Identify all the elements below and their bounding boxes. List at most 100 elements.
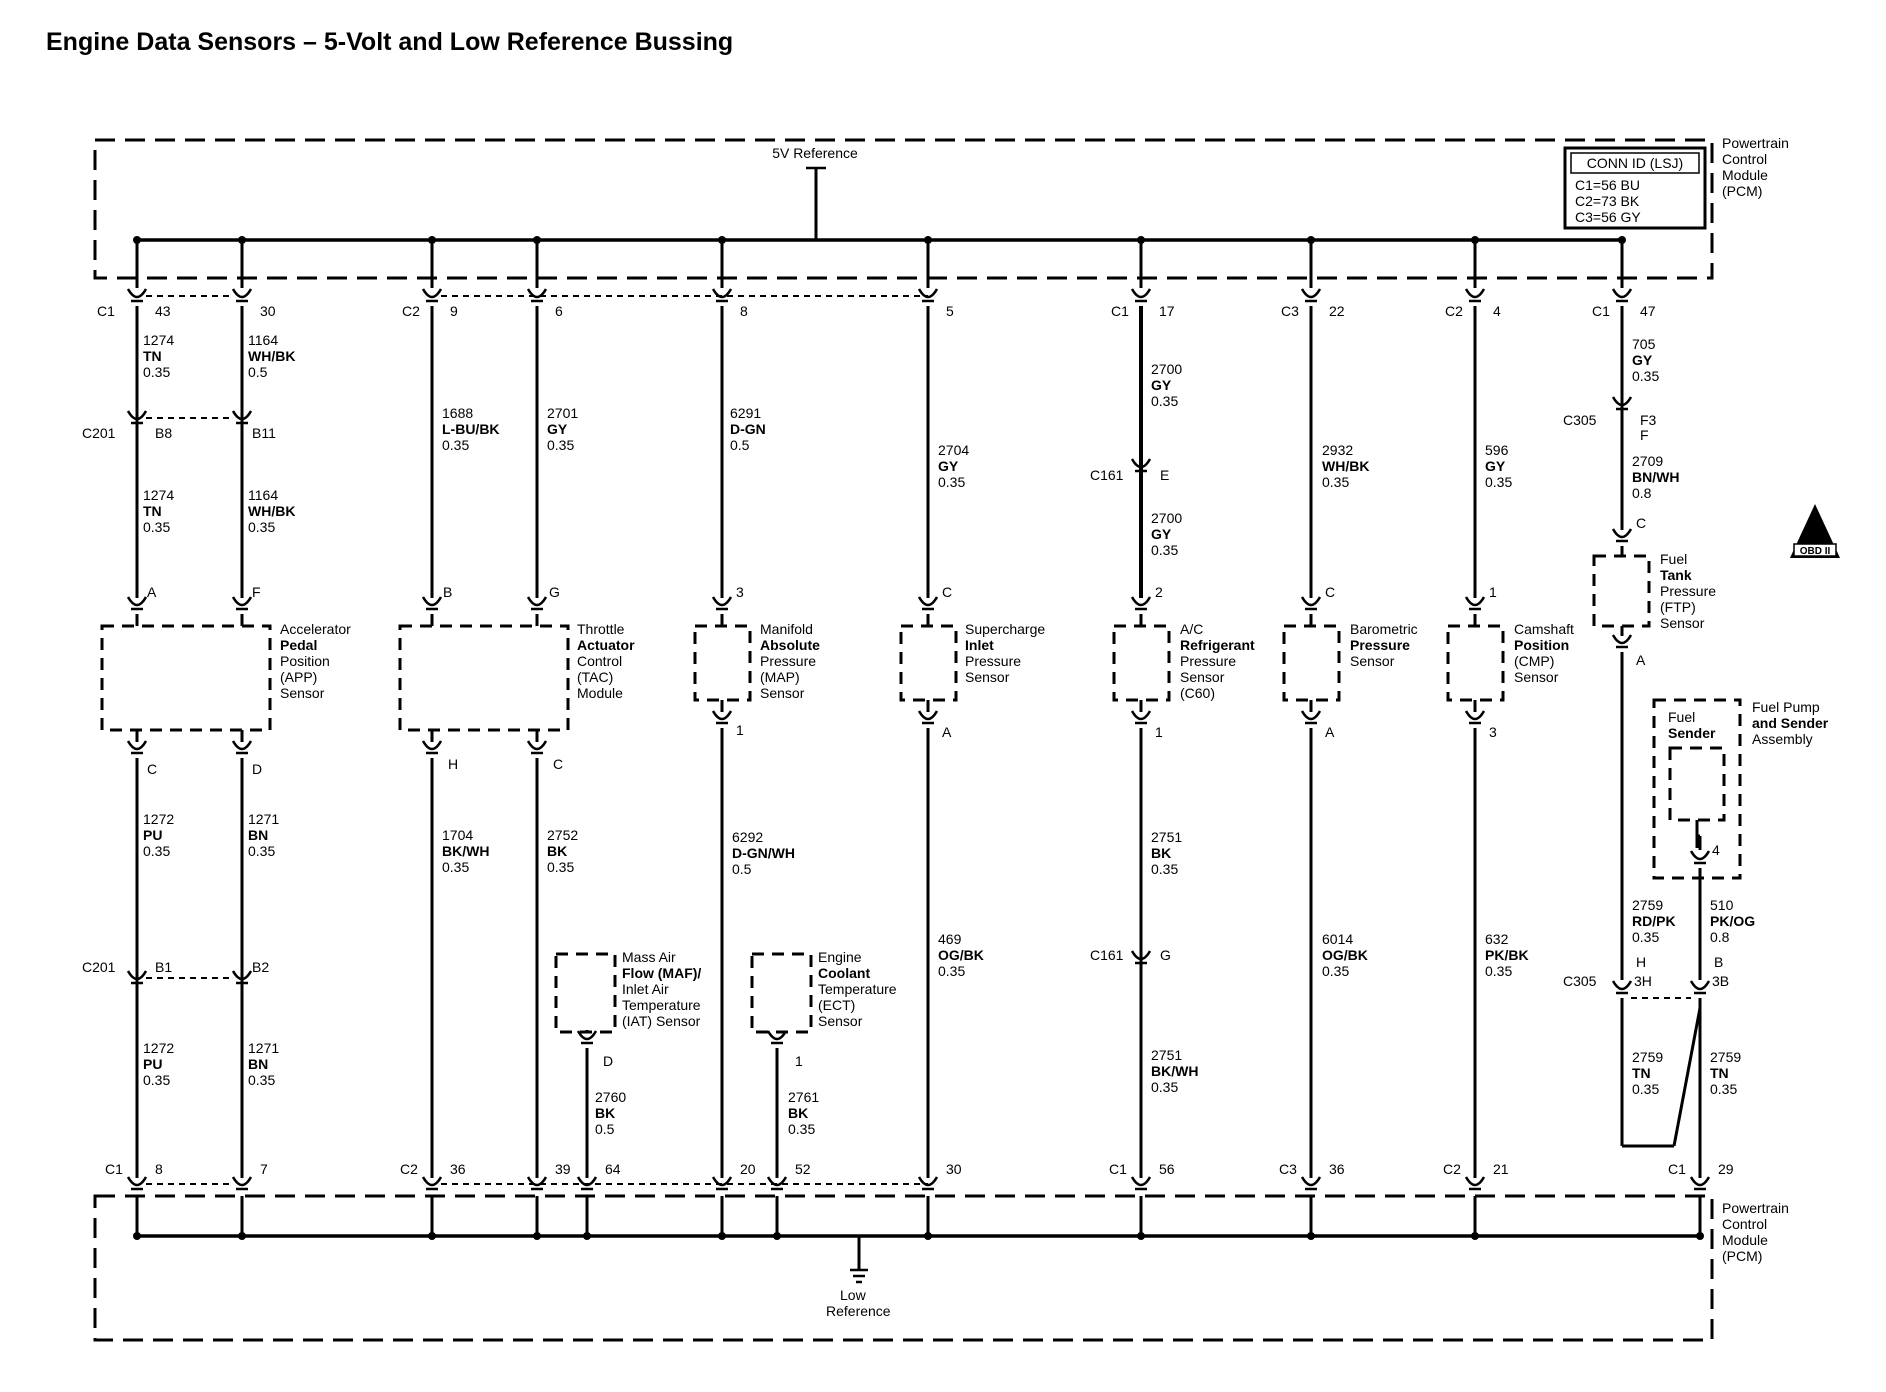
wire-label: 0.35 [442,437,469,453]
connector-pin: 4 [1493,303,1501,319]
pcm-connector-c2_36 [421,1176,443,1187]
component-name: Control [577,653,622,669]
connector-pin: 7 [260,1161,268,1177]
wire-label: GY [1151,377,1172,393]
connector-pin: B11 [252,425,276,441]
wire-label: 1704 [442,827,473,843]
connector-terminal [917,710,939,721]
splice-dot [773,1232,781,1240]
wire-label: PK/OG [1710,913,1755,929]
connector-pin: B8 [155,425,172,441]
obd-ii-label: OBD II [1800,546,1831,557]
pcm-connector-c2_21 [1464,1176,1486,1187]
connector-pin: F [1640,427,1649,443]
wire-label: PK/BK [1485,947,1529,963]
wire-label: TN [1632,1065,1651,1081]
connector-terminal [1300,710,1322,721]
inline-connector-name: C161 [1090,947,1124,963]
connector-terminal [766,1030,788,1041]
component-name: Throttle [577,621,625,637]
component-name: Accelerator [280,621,351,637]
wire-label: BK/WH [442,843,489,859]
component-name: Mass Air [622,949,676,965]
pcm-name-top: (PCM) [1722,183,1762,199]
ac-pressure-sensor-box [1112,624,1171,702]
splice-dot [924,1232,932,1240]
connector-pin: 3B [1712,973,1729,989]
connector-name: C1 [1109,1161,1127,1177]
wire-label: 0.35 [248,519,275,535]
component-name: Pressure [1350,637,1410,653]
wire-label: WH/BK [248,348,295,364]
connector-name: C1 [1668,1161,1686,1177]
splice-dot [1471,1232,1479,1240]
wire-label: 6014 [1322,931,1353,947]
component-pin: D [252,761,262,777]
component-name: Coolant [818,965,870,981]
obd-ii-numeral: II [1811,527,1819,544]
component-name: Supercharge [965,621,1045,637]
component-pin: D [603,1053,613,1069]
wire-label: 2751 [1151,829,1182,845]
wire-label: WH/BK [248,503,295,519]
component-name: Sensor [1514,669,1559,685]
connector-pin: 5 [946,303,954,319]
wire-label: GY [1485,458,1506,474]
component-name: Fuel [1668,709,1695,725]
wire-label: 0.8 [1632,485,1652,501]
pcm-top-boundary [93,138,1714,280]
pcm-connector-c3_36 [1300,1176,1322,1187]
component-pin: C [1636,515,1646,531]
pcm-name-bottom: Powertrain [1722,1200,1789,1216]
connector-name: C2 [400,1161,418,1177]
wire-label: WH/BK [1322,458,1369,474]
wire-label: 6292 [732,829,763,845]
splice-dot [428,236,436,244]
wire-label: GY [938,458,959,474]
component-name: (IAT) Sensor [622,1013,701,1029]
splice-dot [1696,1232,1704,1240]
fuel-sender-box [1668,746,1726,822]
component-pin: 2 [1155,584,1163,600]
wire-label: 1272 [143,1040,174,1056]
pcm-name-top: Control [1722,151,1767,167]
connector-pin: F3 [1640,412,1657,428]
wire-label: 2759 [1710,1049,1741,1065]
connector-name: C2 [1445,303,1463,319]
wire-label: 2701 [547,405,578,421]
wire-label: 0.35 [442,859,469,875]
wire-label: 0.35 [1322,963,1349,979]
wire-label: 2709 [1632,453,1663,469]
splice-dot [583,1232,591,1240]
component-pin: H [448,756,458,772]
connector-terminal [711,710,733,721]
component-name: Sensor [1180,669,1225,685]
component-name: Fuel [1660,551,1687,567]
maf-sensor-box [554,952,617,1034]
pcm-connector-c1_17 [1130,288,1152,299]
conn-id-line: C3=56 GY [1575,209,1641,225]
component-name: Pressure [760,653,816,669]
fuel-pump-assembly-box [1652,698,1742,880]
wire-label: BK [788,1105,808,1121]
wire-label: 2759 [1632,1049,1663,1065]
wire-label: BK [547,843,567,859]
ect-sensor-box [750,952,813,1034]
component-name: (C60) [1180,685,1215,701]
wire-label: 632 [1485,931,1509,947]
component-pin: C [147,761,157,777]
connector-pin: 29 [1718,1161,1734,1177]
component-name: and Sender [1752,715,1829,731]
wire-label: PU [143,1056,162,1072]
component-pin: 3 [736,584,744,600]
connector-name: C3 [1281,303,1299,319]
wire-label: 0.35 [938,474,965,490]
low-reference-label: Low [840,1287,867,1303]
inline-connector-name: C305 [1563,412,1597,428]
tac-module-box [398,624,570,732]
component-pin: B [443,584,452,600]
component-name: Actuator [577,637,635,653]
component-name: Pedal [280,637,317,653]
wire-label: 1271 [248,1040,279,1056]
wire-label: 0.35 [143,519,170,535]
